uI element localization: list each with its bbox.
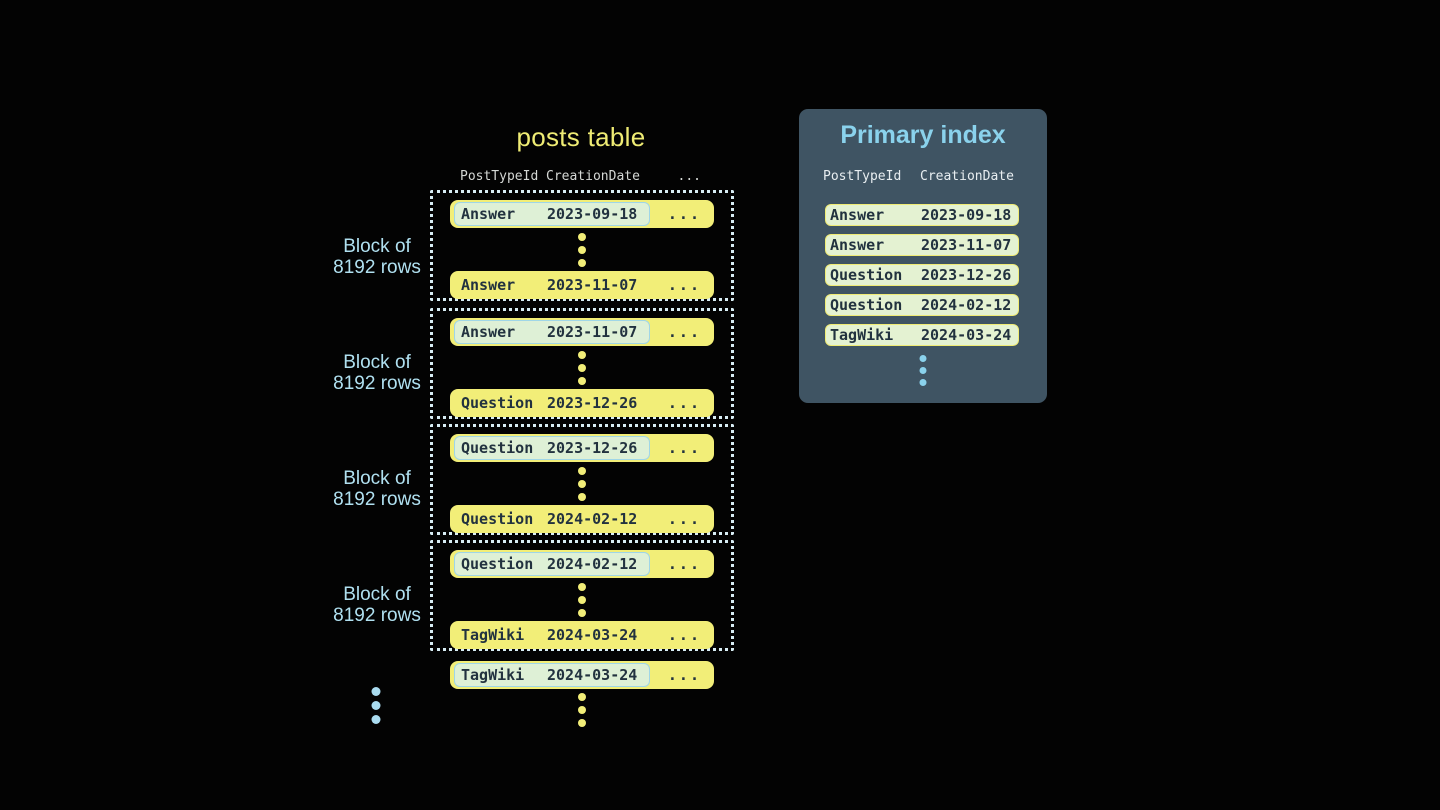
creation-date-cell: 2023-12-26 bbox=[547, 439, 638, 457]
creation-date-cell: 2024-02-12 bbox=[547, 555, 638, 573]
row-key-highlight: Question 2023-12-26 bbox=[454, 436, 651, 460]
post-type-cell: TagWiki bbox=[461, 626, 525, 644]
table-row: Answer 2023-09-18 ... bbox=[450, 200, 714, 228]
row-more-columns: ... bbox=[667, 555, 701, 573]
row-more-columns: ... bbox=[667, 394, 701, 412]
post-type-cell: Answer bbox=[830, 206, 885, 224]
vertical-ellipsis-icon bbox=[578, 467, 586, 501]
index-column-headers: PostTypeId CreationDate bbox=[823, 169, 1023, 184]
primary-index-panel: Primary index PostTypeId CreationDate An… bbox=[799, 109, 1047, 403]
row-key-highlight: Answer 2023-11-07 bbox=[454, 320, 651, 344]
table-row: Question 2024-02-12 ... bbox=[450, 550, 714, 578]
creation-date-cell: 2023-11-07 bbox=[547, 323, 638, 341]
post-type-cell: TagWiki bbox=[830, 326, 894, 344]
posts-table-title: posts table bbox=[516, 122, 646, 152]
post-type-cell: Answer bbox=[461, 276, 516, 294]
index-row: Question 2024-02-12 bbox=[825, 294, 1019, 316]
row-more-columns: ... bbox=[667, 323, 701, 341]
post-type-cell: Question bbox=[461, 439, 534, 457]
vertical-ellipsis-icon bbox=[578, 351, 586, 385]
row-more-columns: ... bbox=[667, 626, 701, 644]
index-row: Answer 2023-11-07 bbox=[825, 234, 1019, 256]
primary-index-title: Primary index bbox=[840, 121, 1006, 149]
row-more-columns: ... bbox=[667, 510, 701, 528]
post-type-cell: Question bbox=[461, 394, 534, 412]
more-index-rows-ellipsis-icon bbox=[919, 355, 927, 386]
column-header-posttypeid: PostTypeId bbox=[823, 169, 902, 184]
table-row: Answer 2023-11-07 ... bbox=[450, 318, 714, 346]
row-key-highlight: TagWiki 2024-03-24 bbox=[454, 663, 651, 687]
block-3: Question 2023-12-26 ... Question 2024-02… bbox=[430, 424, 734, 535]
table-row: Answer 2023-11-07 ... bbox=[450, 271, 714, 299]
column-header-more: ... bbox=[677, 168, 701, 184]
index-row: TagWiki 2024-03-24 bbox=[825, 324, 1019, 346]
creation-date-cell: 2023-09-18 bbox=[921, 206, 1012, 224]
post-type-cell: TagWiki bbox=[461, 666, 525, 684]
block-1: Answer 2023-09-18 ... Answer 2023-11-07 … bbox=[430, 190, 734, 301]
row-key: Answer 2023-11-07 bbox=[454, 273, 650, 297]
column-header-creationdate: CreationDate bbox=[920, 169, 1014, 184]
creation-date-cell: 2024-03-24 bbox=[547, 626, 638, 644]
creation-date-cell: 2023-12-26 bbox=[921, 266, 1012, 284]
index-row: Question 2023-12-26 bbox=[825, 264, 1019, 286]
table-row-next-block: TagWiki 2024-03-24 ... bbox=[450, 661, 714, 689]
row-key: Question 2024-02-12 bbox=[454, 507, 650, 531]
row-more-columns: ... bbox=[667, 666, 701, 684]
post-type-cell: Question bbox=[461, 555, 534, 573]
row-key: Question 2023-12-26 bbox=[454, 391, 650, 415]
creation-date-cell: 2023-11-07 bbox=[921, 236, 1012, 254]
more-rows-ellipsis-icon bbox=[578, 693, 586, 727]
column-header-posttypeid: PostTypeId bbox=[460, 168, 539, 184]
creation-date-cell: 2023-11-07 bbox=[547, 276, 638, 294]
post-type-cell: Answer bbox=[830, 236, 885, 254]
creation-date-cell: 2024-02-12 bbox=[547, 510, 638, 528]
posts-table-column-headers: PostTypeId CreationDate ... bbox=[450, 167, 714, 185]
row-more-columns: ... bbox=[667, 205, 701, 223]
creation-date-cell: 2024-03-24 bbox=[547, 666, 638, 684]
table-row: Question 2023-12-26 ... bbox=[450, 434, 714, 462]
row-key-highlight: Answer 2023-09-18 bbox=[454, 202, 651, 226]
more-blocks-ellipsis-icon bbox=[371, 687, 381, 724]
block-2: Answer 2023-11-07 ... Question 2023-12-2… bbox=[430, 308, 734, 419]
post-type-cell: Answer bbox=[461, 205, 516, 223]
row-key-highlight: Question 2024-02-12 bbox=[454, 552, 651, 576]
post-type-cell: Answer bbox=[461, 323, 516, 341]
post-type-cell: Question bbox=[830, 266, 903, 284]
creation-date-cell: 2024-03-24 bbox=[921, 326, 1012, 344]
table-row: Question 2023-12-26 ... bbox=[450, 389, 714, 417]
vertical-ellipsis-icon bbox=[578, 233, 586, 267]
row-more-columns: ... bbox=[667, 276, 701, 294]
table-row: Question 2024-02-12 ... bbox=[450, 505, 714, 533]
row-key: TagWiki 2024-03-24 bbox=[454, 623, 650, 647]
block-4: Question 2024-02-12 ... TagWiki 2024-03-… bbox=[430, 540, 734, 651]
post-type-cell: Question bbox=[830, 296, 903, 314]
creation-date-cell: 2023-09-18 bbox=[547, 205, 638, 223]
post-type-cell: Question bbox=[461, 510, 534, 528]
creation-date-cell: 2023-12-26 bbox=[547, 394, 638, 412]
column-header-creationdate: CreationDate bbox=[546, 168, 640, 184]
table-row: TagWiki 2024-03-24 ... bbox=[450, 621, 714, 649]
index-row: Answer 2023-09-18 bbox=[825, 204, 1019, 226]
creation-date-cell: 2024-02-12 bbox=[921, 296, 1012, 314]
row-more-columns: ... bbox=[667, 439, 701, 457]
vertical-ellipsis-icon bbox=[578, 583, 586, 617]
